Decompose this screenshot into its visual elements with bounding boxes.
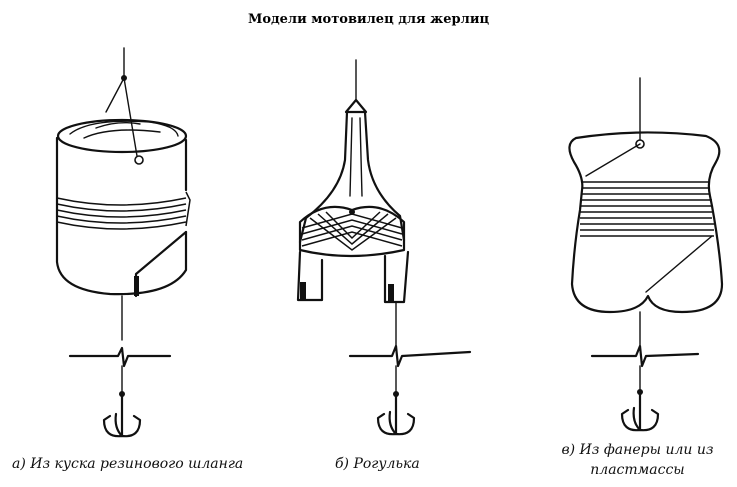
caption-hose-reel: а) Из куска резинового шланга [12,456,244,472]
caption-plywood-reel: в) Из фанеры или из пластмассы [540,440,735,480]
caption-plywood-reel-line2: пластмассы [590,462,685,478]
caption-plywood-reel-line1: в) Из фанеры или из [561,442,714,458]
figure-title: Модели мотовилец для жерлиц [247,12,490,27]
hose-reel-drawing [55,47,191,438]
plywood-reel-drawing [568,77,724,432]
rogulka-reel-drawing [296,59,472,436]
caption-rogulka: б) Рогулька [335,456,420,472]
